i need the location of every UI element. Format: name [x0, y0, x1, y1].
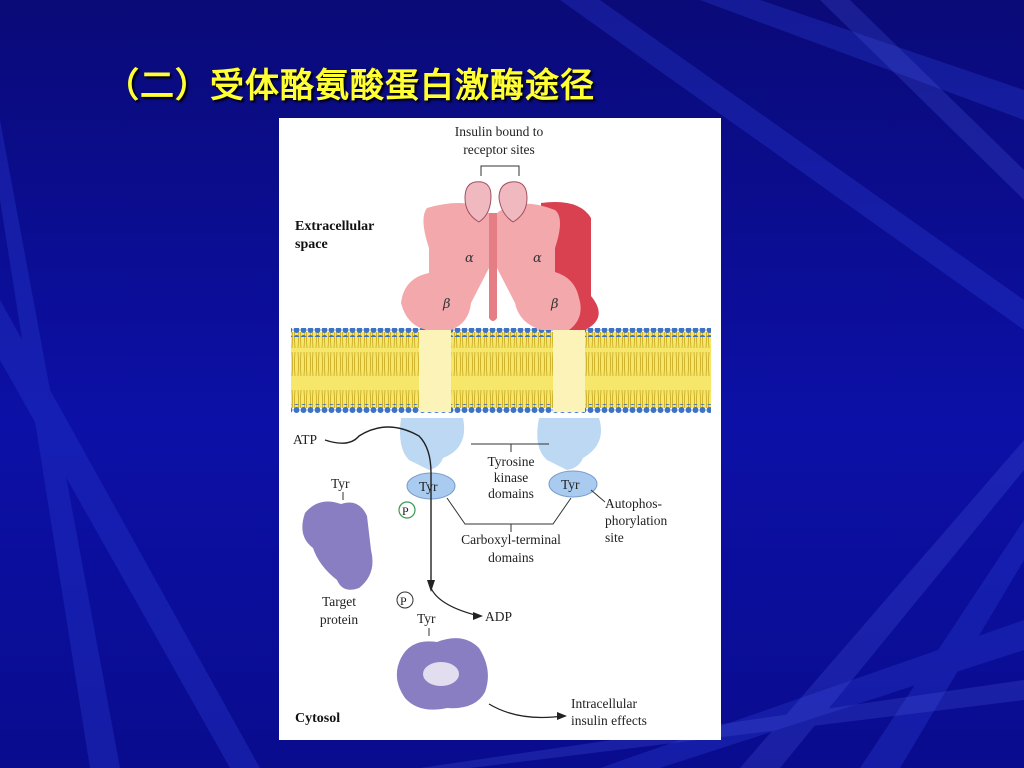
tyr-label-right: Tyr — [561, 477, 580, 492]
effects-arrow — [488, 703, 564, 719]
phosphate-circle-target — [396, 591, 414, 609]
auto-label-line2: phorylation — [605, 513, 667, 528]
target-protein — [302, 501, 373, 590]
adp-label: ADP — [485, 609, 512, 624]
insulin-receptor-diagram: α α β β Insulin bound to receptor sites … — [291, 124, 711, 728]
tk-label-line3: domains — [488, 486, 534, 501]
insulin-label-line1: Insulin bound to — [455, 124, 544, 139]
target-tyr-label: Tyr — [331, 476, 350, 491]
tk-label-line1: Tyrosine — [487, 454, 534, 469]
alpha-label-right: α — [533, 251, 542, 266]
effects-label-line1: Intracellular — [571, 696, 637, 711]
atp-arrow — [324, 426, 432, 588]
phosphate-label-bound: P — [402, 504, 409, 518]
insulin-bracket — [480, 165, 520, 176]
target-label-line2: protein — [320, 612, 358, 627]
tk-label-line2: kinase — [494, 470, 529, 485]
receptor-alpha-beta-subunits — [401, 181, 599, 330]
ct-label-line2: domains — [488, 550, 534, 565]
beta-label-left: β — [442, 297, 451, 312]
slide-title: （二）受体酪氨酸蛋白激酶途径 — [105, 66, 595, 106]
auto-label-line3: site — [605, 530, 624, 545]
beta-label-right: β — [550, 297, 559, 312]
phospho-tyr-label: Tyr — [417, 611, 436, 626]
effects-label-line2: insulin effects — [571, 713, 647, 728]
tyr-label-left: Tyr — [419, 479, 438, 494]
insulin-label-line2: receptor sites — [463, 142, 535, 157]
phosphate-label-target: P — [400, 594, 407, 608]
target-label-line1: Target — [322, 594, 356, 609]
ct-label-line1: Carboxyl-terminal — [461, 532, 561, 547]
extracellular-label-line2: space — [295, 237, 328, 252]
insulin-receptor-figure: α α β β Insulin bound to receptor sites … — [279, 118, 721, 740]
adp-arrow — [430, 587, 480, 617]
plasma-membrane — [291, 328, 711, 413]
cytosol-label: Cytosol — [295, 711, 340, 726]
tyrosine-kinase-domains — [400, 418, 601, 500]
alpha-label-left: α — [465, 251, 474, 266]
atp-label: ATP — [293, 432, 317, 447]
extracellular-label-line1: Extracellular — [295, 219, 374, 234]
auto-label-line1: Autophos- — [605, 496, 663, 511]
phosphate-circle-bound — [398, 501, 416, 519]
